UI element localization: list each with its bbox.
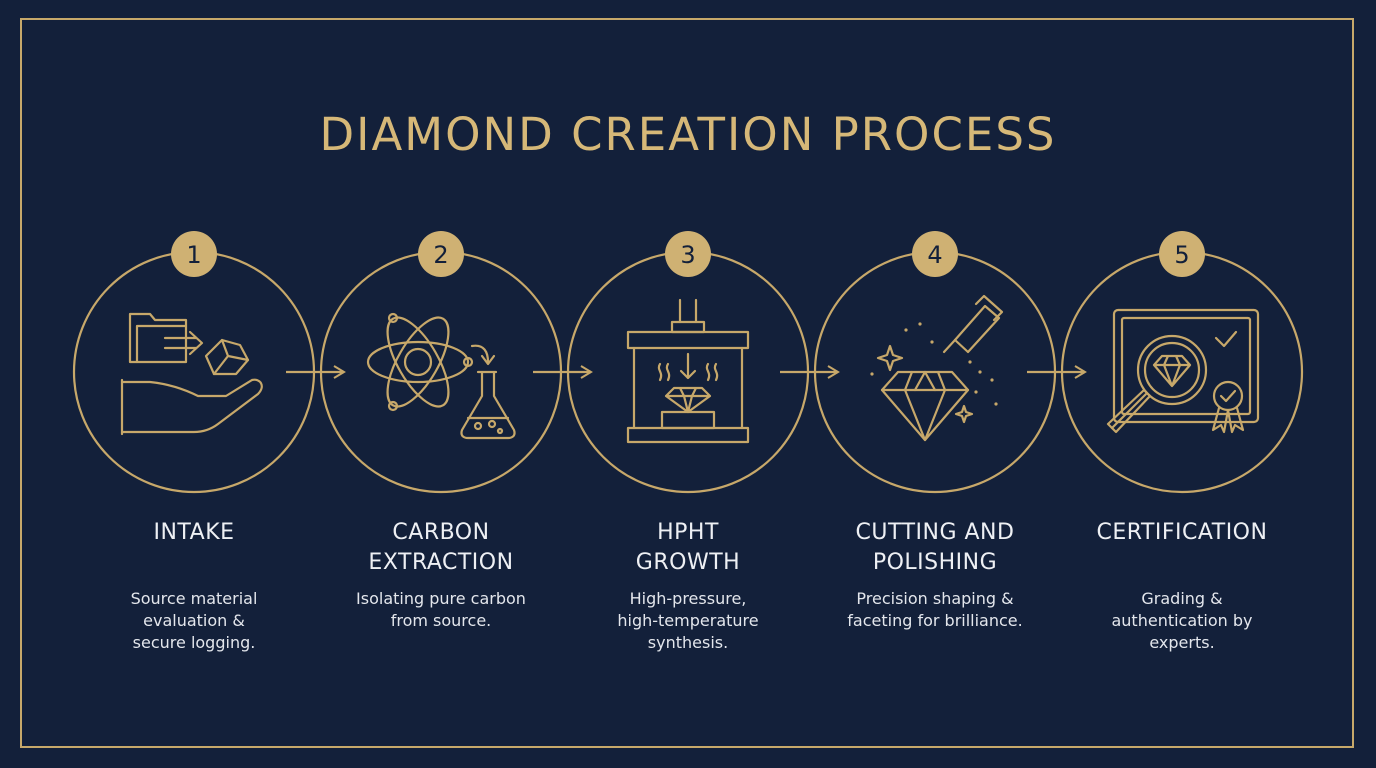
step-4-description: Precision shaping & faceting for brillia… [847,589,1023,630]
step-3-number: 3 [680,241,695,269]
press-icon [626,298,750,444]
step-1-circle [72,250,316,494]
sparkle-dots-icon [870,322,998,406]
step-4-badge: 4 [912,231,958,277]
step-2-description: Isolating pure carbon from source. [356,589,526,630]
step-4-title: CUTTING AND POLISHING [855,520,1015,575]
step-2-badge: 2 [418,231,464,277]
step-3-title: HPHT GROWTH [635,520,741,575]
border-frame [20,18,1354,748]
step-5-number: 5 [1174,241,1189,269]
step-3-description: High-pressure, high-temperature synthesi… [617,589,759,652]
step-1-title: INTAKE [153,520,235,545]
step-5-circle [1060,250,1304,494]
step-5-title: CERTIFICATION [1096,520,1268,545]
step-2-number: 2 [433,241,448,269]
step-3-badge: 3 [665,231,711,277]
page-title: DIAMOND CREATION PROCESS [319,108,1057,161]
diamond-cutting-icon [876,294,1004,442]
step-4-number: 4 [927,241,942,269]
atom-flask-icon [366,312,516,440]
step-1-description: Source material evaluation & secure logg… [130,589,258,652]
step-1-number: 1 [186,241,201,269]
step-2-circle [319,250,563,494]
step-5-description: Grading & authentication by experts. [1111,589,1253,652]
step-2-title: CARBON EXTRACTION [368,520,514,575]
step-1-badge: 1 [171,231,217,277]
intake-icon [120,312,263,436]
step-5-badge: 5 [1159,231,1205,277]
certificate-icon [1106,308,1260,434]
